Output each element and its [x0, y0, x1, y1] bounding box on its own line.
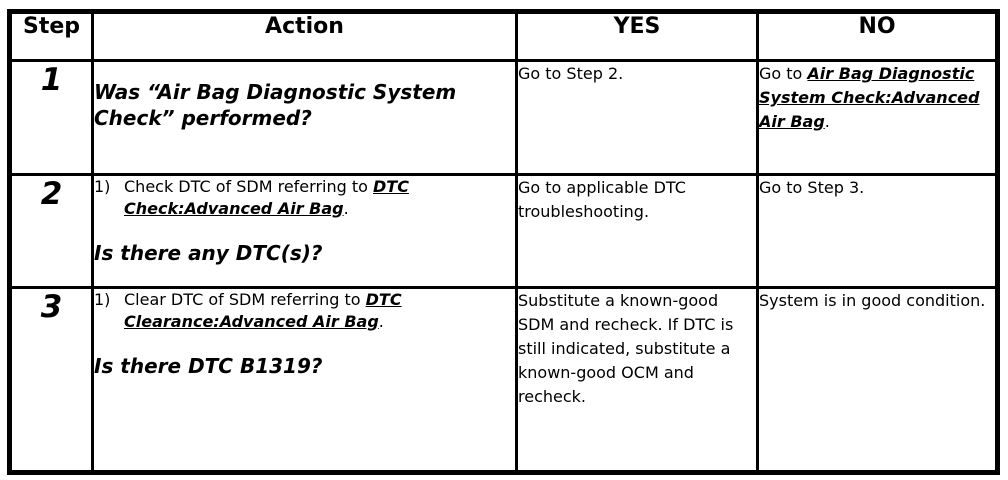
- list-item-suffix: .: [343, 198, 349, 218]
- table-row-step-1: 1 Was “Air Bag Diagnostic System Check” …: [8, 59, 999, 176]
- yes-cell-step-1: Go to Step 2.: [515, 59, 759, 176]
- no-cell-step-3: System is in good condition.: [756, 286, 999, 474]
- link-air-bag-diagnostic-system-check[interactable]: Air Bag Diagnostic System Check:Advanced…: [759, 64, 980, 131]
- column-header-action: Action: [91, 10, 518, 62]
- yes-cell-step-3: Substitute a known-good SDM and recheck.…: [515, 286, 759, 474]
- no-cell-step-1: Go to Air Bag Diagnostic System Check:Ad…: [756, 59, 999, 176]
- no-text-prefix-step-1: Go to: [759, 64, 808, 83]
- yes-text-step-1: Go to Step 2.: [518, 64, 624, 83]
- action-list-item-step-2: 1) Check DTC of SDM referring to DTC Che…: [94, 176, 515, 219]
- action-list-item-step-3: 1) Clear DTC of SDM referring to DTC Cle…: [94, 289, 515, 332]
- action-question-step-2: Is there any DTC(s)?: [94, 241, 323, 266]
- no-cell-step-2: Go to Step 3.: [756, 173, 999, 289]
- step-number-2: 2: [8, 173, 94, 289]
- yes-text-step-3: Substitute a known-good SDM and recheck.…: [518, 291, 734, 406]
- action-cell-step-3: 1) Clear DTC of SDM referring to DTC Cle…: [91, 286, 518, 474]
- yes-text-step-2: Go to applicable DTC troubleshooting.: [518, 178, 686, 221]
- list-item-number: 1): [94, 290, 111, 309]
- action-cell-step-2: 1) Check DTC of SDM referring to DTC Che…: [91, 173, 518, 289]
- action-question-step-3: Is there DTC B1319?: [94, 354, 323, 379]
- list-item-text: Clear DTC of SDM referring to DTC Cleara…: [124, 289, 515, 332]
- column-header-yes: YES: [515, 10, 759, 62]
- table-row-step-2: 2 1) Check DTC of SDM referring to DTC C…: [8, 173, 999, 289]
- list-item-suffix: .: [378, 311, 384, 331]
- no-text-suffix-step-1: .: [824, 112, 830, 131]
- no-text-step-3: System is in good condition.: [759, 291, 986, 310]
- no-text-step-2: Go to Step 3.: [759, 178, 865, 197]
- list-item-text: Check DTC of SDM referring to DTC Check:…: [124, 176, 515, 219]
- column-header-no: NO: [756, 10, 999, 62]
- step-number-3: 3: [8, 286, 94, 474]
- action-cell-step-1: Was “Air Bag Diagnostic System Check” pe…: [91, 59, 518, 176]
- list-item-number: 1): [94, 177, 111, 196]
- link-dtc-check-advanced-air-bag[interactable]: DTC Check:Advanced Air Bag: [124, 177, 409, 218]
- action-question-step-1: Was “Air Bag Diagnostic System Check” pe…: [94, 80, 457, 130]
- step-number-1: 1: [8, 59, 94, 176]
- list-item-prefix: Check DTC of SDM referring to: [124, 177, 373, 196]
- header-row: Step Action YES NO: [8, 10, 999, 62]
- table-row-step-3: 3 1) Clear DTC of SDM referring to DTC C…: [8, 286, 999, 474]
- link-dtc-clearance-advanced-air-bag[interactable]: DTC Clearance:Advanced Air Bag: [124, 290, 402, 331]
- yes-cell-step-2: Go to applicable DTC troubleshooting.: [515, 173, 759, 289]
- column-header-step: Step: [8, 10, 94, 62]
- diagnostic-table: Step Action YES NO 1 Was “Air Bag Diagno…: [7, 9, 1000, 475]
- list-item-prefix: Clear DTC of SDM referring to: [124, 290, 366, 309]
